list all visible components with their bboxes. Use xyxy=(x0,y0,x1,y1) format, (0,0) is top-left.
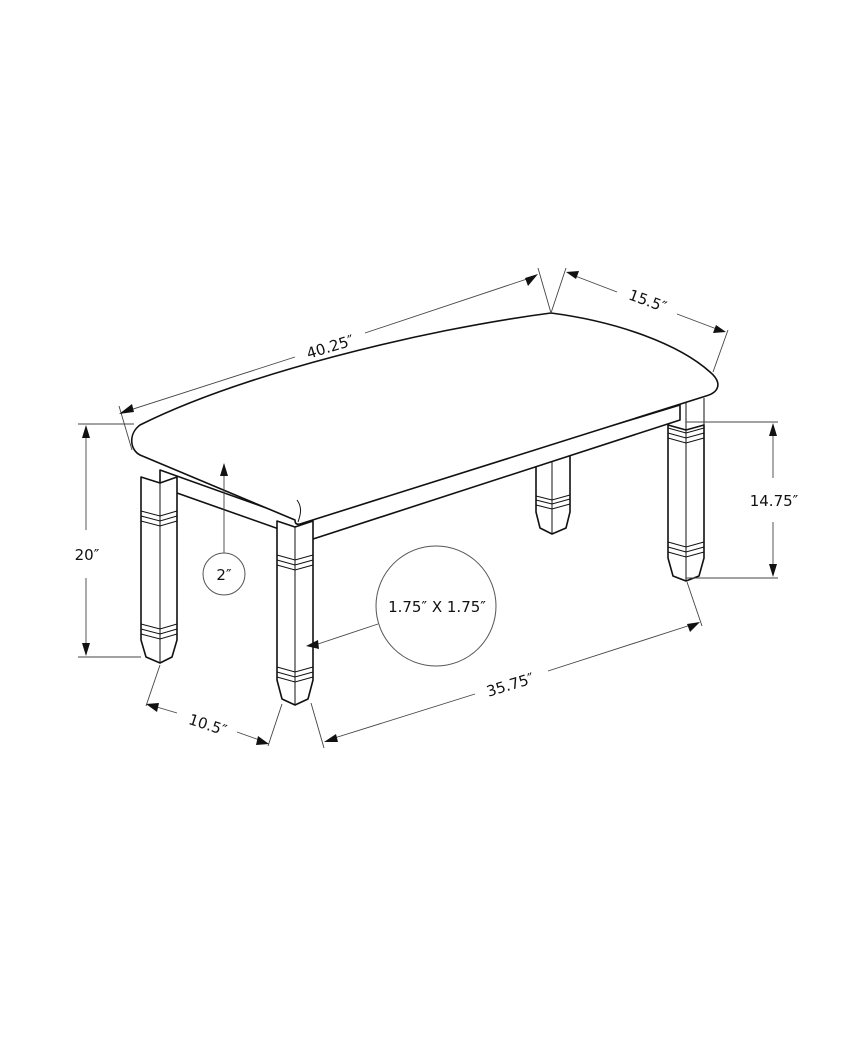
overall-height-label: 20″ xyxy=(75,546,100,564)
front-left-leg xyxy=(140,476,178,664)
back-right-leg xyxy=(535,447,571,535)
dimension-overall-height xyxy=(78,423,141,658)
seat-thickness-label: 2″ xyxy=(216,566,232,584)
dimension-top-depth xyxy=(550,267,729,373)
front-corner-leg xyxy=(276,520,314,706)
leg-span-length-label: 35.75″ xyxy=(484,669,536,701)
dimension-leg-clearance xyxy=(686,421,778,579)
rear-right-leg xyxy=(667,398,705,582)
callout-seat-thickness xyxy=(202,463,246,596)
leg-span-depth-label: 10.5″ xyxy=(186,710,229,739)
leg-clearance-label: 14.75″ xyxy=(750,492,799,510)
dimension-leg-span-depth xyxy=(145,664,283,747)
top-depth-label: 15.5″ xyxy=(626,286,669,316)
leg-size-label: 1.75″ X 1.75″ xyxy=(388,598,486,616)
dimension-top-length xyxy=(118,267,552,451)
callout-leg-size xyxy=(306,545,497,667)
bench-seat xyxy=(130,312,719,525)
dimension-leg-span-length xyxy=(310,581,703,749)
